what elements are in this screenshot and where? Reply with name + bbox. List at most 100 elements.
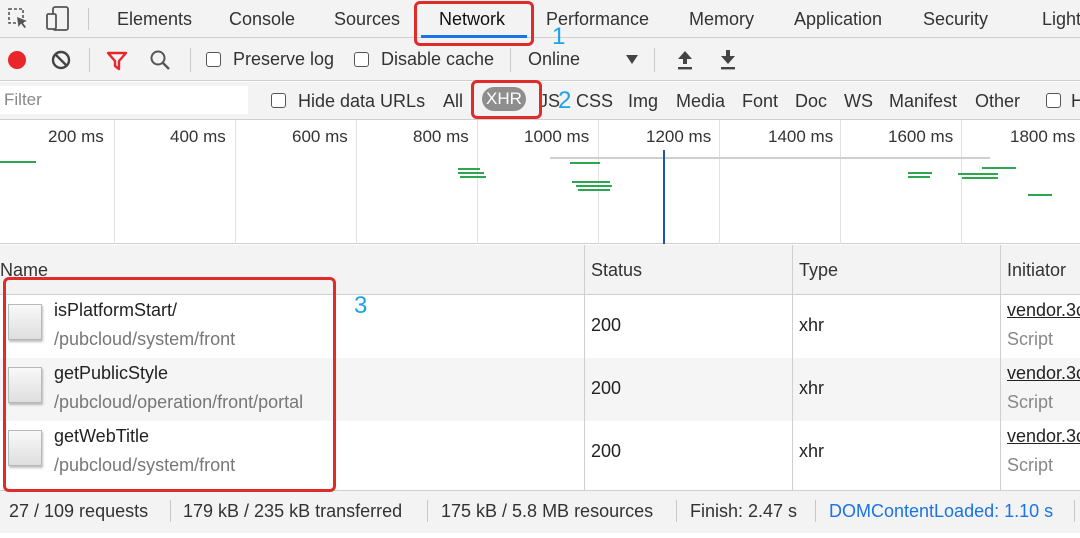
filter-type-font[interactable]: Font xyxy=(742,91,779,111)
request-bar xyxy=(458,172,484,174)
tab-console[interactable]: Console xyxy=(229,9,296,29)
filter-type-doc[interactable]: Doc xyxy=(795,91,828,111)
table-row[interactable]: getWebTitle /pubcloud/system/front 200 x… xyxy=(0,421,1080,484)
dom-content-loaded-time: DOMContentLoaded: 1.10 s xyxy=(829,501,1054,521)
timeline-tick-label: 1000 ms xyxy=(524,127,590,146)
record-icon[interactable] xyxy=(8,51,26,69)
filter-type-manifest[interactable]: Manifest xyxy=(889,91,958,111)
disable-cache-label: Disable cache xyxy=(381,49,495,69)
timeline-gridline xyxy=(114,120,115,244)
request-bar xyxy=(908,172,932,174)
tab-lighthouse[interactable]: Light xyxy=(1042,9,1080,29)
initiator-type: Script xyxy=(1007,329,1054,349)
import-har-icon[interactable] xyxy=(675,49,695,71)
hide-data-urls-checkbox[interactable] xyxy=(271,93,286,108)
tab-security[interactable]: Security xyxy=(923,9,989,29)
request-bar xyxy=(908,176,930,178)
initiator-link[interactable]: vendor.3c xyxy=(1007,300,1080,320)
tab-memory[interactable]: Memory xyxy=(689,9,755,29)
timeline-overview[interactable] xyxy=(0,120,1080,244)
timeline-gridline xyxy=(477,120,478,244)
tab-network[interactable]: Network xyxy=(439,9,506,29)
timeline-gridline xyxy=(719,120,720,244)
column-divider[interactable] xyxy=(1000,245,1001,490)
filter-type-media[interactable]: Media xyxy=(676,91,726,111)
filter-type-js[interactable]: JS xyxy=(539,91,561,111)
request-bar xyxy=(572,181,610,183)
timeline-gridline xyxy=(961,120,962,244)
request-type: xhr xyxy=(799,441,825,461)
preserve-log-label: Preserve log xyxy=(233,49,335,69)
column-header-name[interactable]: Name xyxy=(0,260,49,280)
tab-application[interactable]: Application xyxy=(794,9,883,29)
filter-type-img[interactable]: Img xyxy=(628,91,659,111)
initiator-link[interactable]: vendor.3c xyxy=(1007,426,1080,446)
filter-input-wrapper xyxy=(0,82,250,120)
devtools-tabbar xyxy=(0,0,1080,38)
filter-type-css[interactable]: CSS xyxy=(576,91,614,111)
timeline-tick-label: 600 ms xyxy=(292,127,348,146)
request-bar xyxy=(982,167,1016,169)
clear-icon[interactable] xyxy=(51,50,71,70)
column-header-status[interactable]: Status xyxy=(591,260,643,280)
blocked-requests-checkbox[interactable] xyxy=(1046,93,1061,108)
dropdown-arrow-icon[interactable] xyxy=(626,55,638,64)
tab-sources[interactable]: Sources xyxy=(334,9,401,29)
disable-cache-checkbox[interactable] xyxy=(354,52,369,67)
timeline-gridline xyxy=(235,120,236,244)
column-header-type[interactable]: Type xyxy=(799,260,839,280)
filter-type-xhr[interactable]: XHR xyxy=(482,87,526,111)
initiator-link[interactable]: vendor.3c xyxy=(1007,363,1080,383)
tab-elements[interactable]: Elements xyxy=(117,9,193,29)
request-path: /pubcloud/system/front xyxy=(54,455,236,475)
timeline-tick-label: 1200 ms xyxy=(646,127,712,146)
toolbar-divider xyxy=(190,48,191,72)
table-row[interactable]: isPlatformStart/ /pubcloud/system/front … xyxy=(0,295,1080,358)
file-icon xyxy=(8,304,42,340)
column-header-initiator[interactable]: Initiator xyxy=(1007,260,1067,280)
summary-divider xyxy=(1074,500,1075,522)
filter-type-other[interactable]: Other xyxy=(975,91,1021,111)
filter-type-all[interactable]: All xyxy=(443,91,464,111)
hide-data-urls-label: Hide data URLs xyxy=(298,91,426,111)
export-har-icon[interactable] xyxy=(718,49,738,71)
annotation-number: 1 xyxy=(552,23,566,50)
tab-performance[interactable]: Performance xyxy=(546,9,650,29)
annotation-box-network-tab xyxy=(414,1,534,46)
table-header xyxy=(0,245,1080,295)
request-name: getPublicStyle xyxy=(54,363,169,383)
throttling-select[interactable]: Online xyxy=(528,49,581,69)
inspect-element-icon[interactable] xyxy=(8,8,30,30)
preserve-log-checkbox[interactable] xyxy=(206,52,221,67)
filter-icon[interactable] xyxy=(106,50,128,72)
timeline-tick-label: 800 ms xyxy=(413,127,469,146)
filter-type-ws[interactable]: WS xyxy=(844,91,873,111)
toolbar-divider xyxy=(654,48,655,72)
request-bar xyxy=(0,161,36,163)
initiator-type: Script xyxy=(1007,455,1054,475)
request-name: isPlatformStart/ xyxy=(54,300,178,320)
column-divider[interactable] xyxy=(584,245,585,490)
request-status: 200 xyxy=(591,378,622,398)
column-divider[interactable] xyxy=(792,245,793,490)
filter-input[interactable] xyxy=(0,86,248,114)
file-icon xyxy=(8,430,42,466)
dom-content-loaded-marker xyxy=(663,150,665,244)
request-bar xyxy=(460,176,486,178)
table-row[interactable]: getPublicStyle /pubcloud/operation/front… xyxy=(0,358,1080,421)
request-bar xyxy=(458,168,480,170)
summary-divider xyxy=(170,500,171,522)
annotation-box-xhr-filter xyxy=(471,80,542,119)
request-name: getWebTitle xyxy=(54,426,150,446)
timeline-tick-label: 1400 ms xyxy=(768,127,834,146)
toolbar-divider xyxy=(510,48,511,72)
request-type: xhr xyxy=(799,378,825,398)
request-path: /pubcloud/operation/front/portal xyxy=(54,392,304,412)
network-toolbar xyxy=(0,38,1080,81)
device-toolbar-icon[interactable] xyxy=(46,6,70,32)
summary-divider xyxy=(676,500,677,522)
file-icon xyxy=(8,367,42,403)
summary-bar xyxy=(0,490,1080,533)
search-icon[interactable] xyxy=(149,49,171,71)
resources-size: 175 kB / 5.8 MB resources xyxy=(441,501,654,521)
